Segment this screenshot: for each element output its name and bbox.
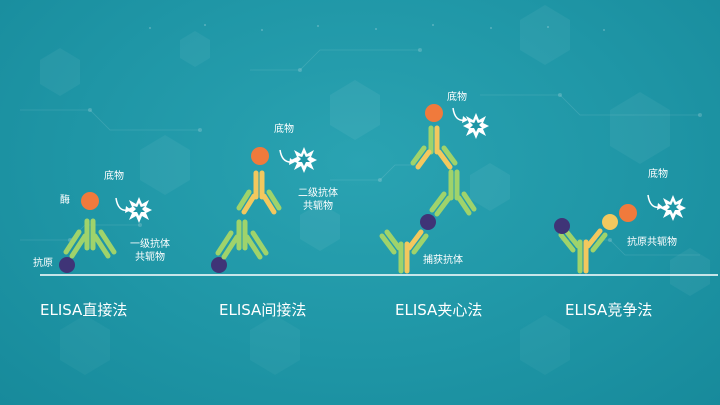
- label-primary-conjugate-line2: 共轭物: [135, 252, 165, 263]
- method-title-sandwich: ELISA夹心法: [395, 301, 483, 319]
- capture-antibody: [379, 229, 429, 274]
- substrate-star-icon: [660, 195, 686, 221]
- antigen: [211, 257, 227, 273]
- method-title-direct: ELISA直接法: [40, 301, 128, 319]
- primary-antibody: [215, 219, 269, 260]
- label-capture-antibody: 捕获抗体: [423, 255, 463, 266]
- indirect-elisa-diagram: [211, 147, 317, 273]
- detection-antibody: [429, 169, 477, 217]
- enzyme: [619, 204, 637, 222]
- label-antigen: 抗原: [33, 258, 53, 269]
- primary-antibody-conjugate: [63, 218, 117, 259]
- sandwich-elisa-diagram: [379, 104, 489, 274]
- competitive-elisa-diagram: [554, 194, 686, 274]
- label-substrate: 底物: [447, 92, 467, 103]
- reaction-arrow-head: [657, 203, 663, 210]
- label-primary-conjugate-line1: 一级抗体: [130, 239, 170, 250]
- enzyme: [425, 104, 443, 122]
- direct-elisa-diagram: [59, 192, 152, 273]
- secondary-antibody-conjugate: [236, 170, 282, 215]
- substrate-star-icon: [126, 197, 152, 223]
- method-title-competitive: ELISA竞争法: [565, 301, 653, 319]
- antigen: [420, 214, 436, 230]
- label-secondary-conjugate-line1: 二级抗体: [298, 188, 338, 199]
- label-antigen-conjugate: 抗原共轭物: [627, 237, 677, 248]
- antigen-conjugate: [602, 214, 618, 230]
- label-secondary-conjugate-line2: 共轭物: [303, 201, 333, 212]
- enzyme: [81, 192, 99, 210]
- enzyme: [251, 147, 269, 165]
- method-title-indirect: ELISA间接法: [219, 301, 307, 319]
- antigen: [554, 218, 570, 234]
- label-substrate: 底物: [648, 169, 668, 180]
- label-substrate: 底物: [274, 124, 294, 135]
- substrate-star-icon: [291, 147, 317, 173]
- label-substrate: 底物: [104, 171, 124, 182]
- reaction-arrow-head: [462, 116, 468, 123]
- reaction-arrow-head: [289, 158, 295, 165]
- secondary-antibody-conjugate: [410, 125, 458, 170]
- substrate-star-icon: [463, 113, 489, 139]
- antigen: [59, 257, 75, 273]
- capture-antibody: [558, 228, 608, 274]
- label-enzyme: 酶: [60, 195, 70, 206]
